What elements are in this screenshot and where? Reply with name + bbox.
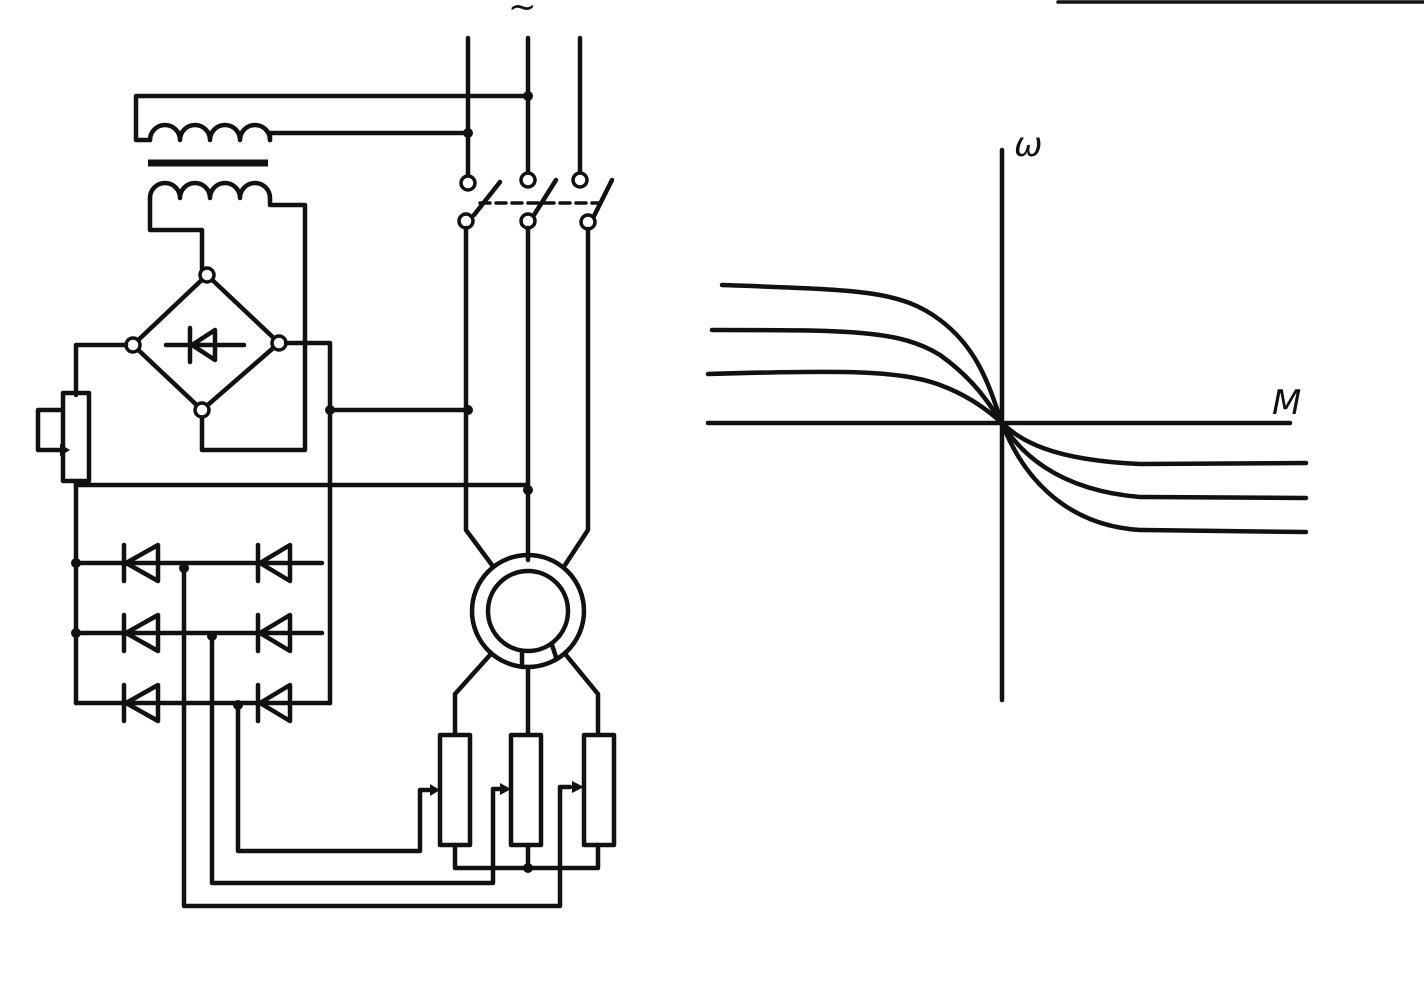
wound-rotor-motor-icon	[469, 552, 587, 670]
potentiometer-icon	[35, 342, 129, 484]
bridge-rectifier-icon	[124, 266, 288, 419]
three-pole-switch-icon	[457, 171, 615, 231]
characteristic-curve-2	[709, 327, 1309, 501]
characteristic-curve-1	[719, 282, 1309, 535]
transformer-icon	[133, 91, 533, 453]
characteristic-curve-3	[705, 369, 1309, 467]
three-phase-diode-bridge-icon	[71, 542, 333, 724]
circuit-schematic: ~	[35, 0, 617, 909]
omega-axis-label: ω	[1014, 125, 1042, 165]
three-phase-supply	[465, 35, 583, 181]
ac-supply-symbol: ~	[508, 0, 537, 27]
speed-torque-graph: ω M	[705, 125, 1309, 703]
rotor-resistor-icon	[430, 732, 617, 873]
torque-axis-label: M	[1272, 383, 1301, 423]
